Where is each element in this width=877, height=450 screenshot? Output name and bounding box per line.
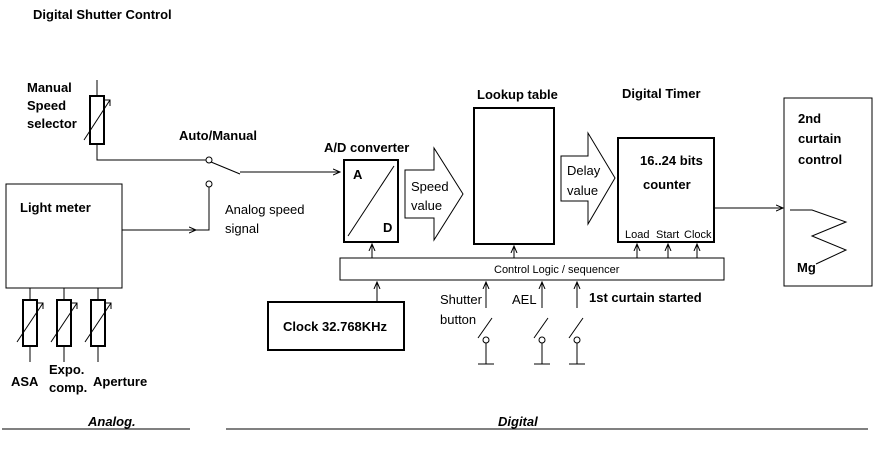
- digital-timer-label: Digital Timer: [622, 86, 701, 101]
- expo-comp-label-2: comp.: [49, 380, 87, 395]
- light-meter-box: [5, 183, 196, 289]
- diagram-title: Digital Shutter Control: [33, 7, 172, 22]
- clock-source-label: Clock 32.768KHz: [283, 319, 388, 334]
- expo-comp-label-1: Expo.: [49, 362, 84, 377]
- ad-converter-label: A/D converter: [324, 140, 409, 155]
- expo-comp-potentiometer: [50, 288, 78, 362]
- speed-value-arrow: [404, 146, 464, 242]
- lookup-table-box: [473, 107, 555, 245]
- analog-section-label: Analog.: [87, 414, 136, 429]
- delay-value-label-2: value: [567, 183, 598, 198]
- second-curtain-label-1: 2nd: [798, 111, 821, 126]
- auto-manual-switch: [122, 156, 340, 231]
- shutter-button-label-2: button: [440, 312, 476, 327]
- manual-speed-selector-label-3: selector: [27, 116, 77, 131]
- magnet-coil-symbol: [790, 209, 848, 265]
- asa-label: ASA: [11, 374, 39, 389]
- first-curtain-switch: [568, 317, 585, 365]
- second-curtain-box: [783, 97, 873, 287]
- second-curtain-label-2: curtain: [798, 131, 841, 146]
- light-meter-label: Light meter: [20, 200, 91, 215]
- shutter-button-switch: [477, 317, 494, 365]
- control-logic-bar: [339, 257, 725, 281]
- ael-switch: [533, 317, 550, 365]
- auto-manual-label: Auto/Manual: [179, 128, 257, 143]
- ad-converter-box: [343, 159, 399, 243]
- aperture-label: Aperture: [93, 374, 147, 389]
- aperture-potentiometer: [84, 288, 112, 362]
- digital-section-label: Digital: [498, 414, 538, 429]
- delay-value-label-1: Delay: [567, 163, 601, 178]
- clock-input-label: Clock: [684, 229, 712, 241]
- counter-label: counter: [643, 177, 691, 192]
- first-curtain-label: 1st curtain started: [589, 290, 702, 305]
- second-curtain-label-3: control: [798, 152, 842, 167]
- speed-value-label-1: Speed: [411, 179, 449, 194]
- manual-speed-potentiometer: [83, 80, 206, 161]
- analog-speed-signal-label-1: Analog speed: [225, 202, 305, 217]
- manual-speed-selector-label-2: Speed: [27, 98, 66, 113]
- start-label: Start: [656, 229, 679, 241]
- manual-speed-selector-label-1: Manual: [27, 80, 72, 95]
- ad-converter-d: D: [383, 220, 392, 235]
- lookup-table-label: Lookup table: [477, 87, 558, 102]
- analog-speed-signal-label-2: signal: [225, 221, 259, 236]
- shutter-button-label-1: Shutter: [440, 292, 483, 307]
- load-label: Load: [625, 229, 649, 241]
- delay-value-arrow: [560, 131, 616, 226]
- mg-label: Mg: [797, 260, 816, 275]
- counter-bits-label: 16..24 bits: [640, 153, 703, 168]
- control-logic-connections: [372, 244, 697, 308]
- clock-source-box: [267, 301, 405, 351]
- digital-timer-box: [617, 137, 715, 243]
- control-logic-label: Control Logic / sequencer: [494, 264, 620, 276]
- speed-value-label-2: value: [411, 198, 442, 213]
- asa-potentiometer: [16, 288, 44, 362]
- ad-converter-a: A: [353, 167, 363, 182]
- ael-label: AEL: [512, 292, 537, 307]
